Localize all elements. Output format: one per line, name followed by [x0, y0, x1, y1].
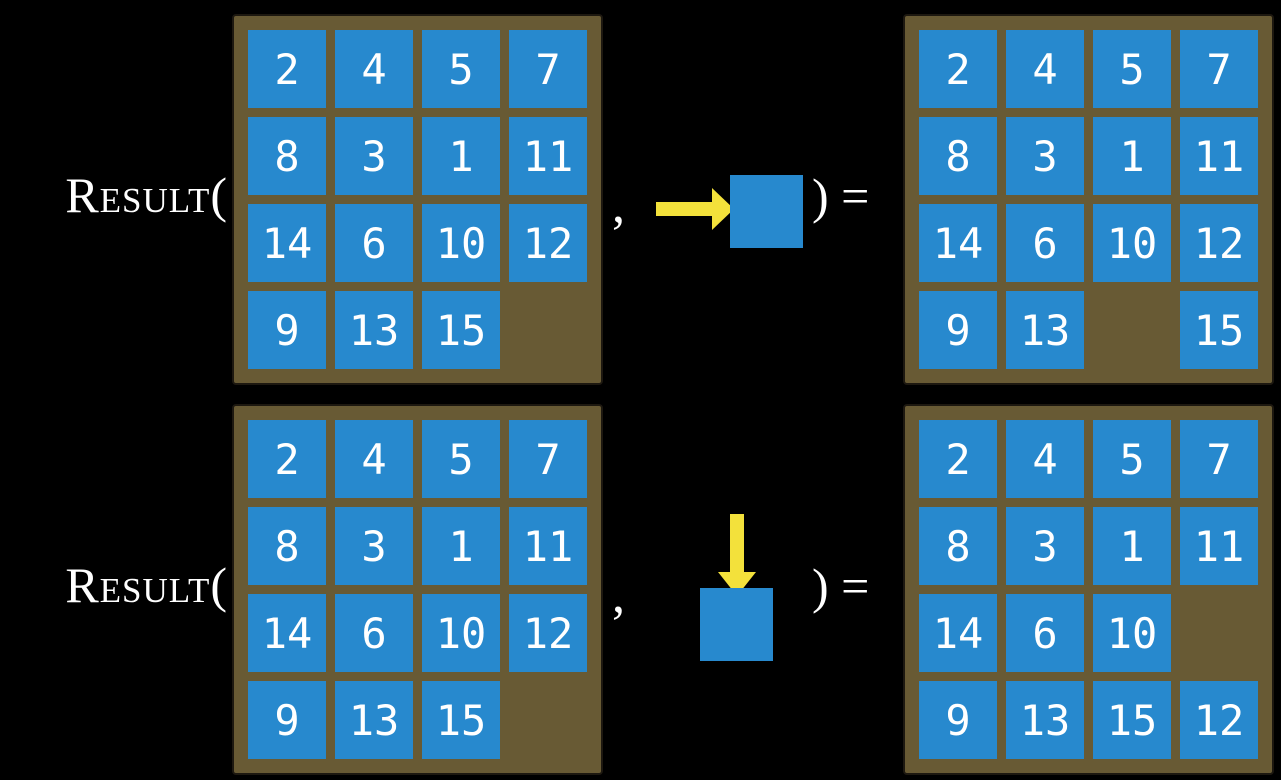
tile-1: 1 [422, 117, 500, 195]
comma-separator: , [612, 177, 625, 234]
tile-8: 8 [919, 507, 997, 585]
tile-5: 5 [1093, 30, 1171, 108]
function-label: Result( [65, 167, 228, 223]
tile-14: 14 [248, 594, 326, 672]
tile-7: 7 [1180, 30, 1258, 108]
tile-13: 13 [335, 681, 413, 759]
tile-3: 3 [1006, 507, 1084, 585]
move-down-action [700, 514, 773, 661]
tile-4: 4 [1006, 30, 1084, 108]
tile-5: 5 [422, 420, 500, 498]
tile-5: 5 [1093, 420, 1171, 498]
tile-6: 6 [1006, 594, 1084, 672]
tile-5: 5 [422, 30, 500, 108]
tile-7: 7 [1180, 420, 1258, 498]
tile-10: 10 [422, 204, 500, 282]
tile-11: 11 [1180, 507, 1258, 585]
tile-14: 14 [919, 204, 997, 282]
moving-tile [730, 175, 803, 248]
tile-8: 8 [248, 117, 326, 195]
tile-4: 4 [335, 30, 413, 108]
tile-13: 13 [1006, 681, 1084, 759]
tile-13: 13 [335, 291, 413, 369]
tile-7: 7 [509, 420, 587, 498]
tile-10: 10 [422, 594, 500, 672]
comma-separator: , [612, 567, 625, 624]
tile-12: 12 [509, 594, 587, 672]
tile-9: 9 [919, 291, 997, 369]
function-label: Result( [65, 557, 228, 613]
tile-14: 14 [919, 594, 997, 672]
tile-4: 4 [1006, 420, 1084, 498]
tile-1: 1 [1093, 117, 1171, 195]
tile-10: 10 [1093, 204, 1171, 282]
tile-1: 1 [422, 507, 500, 585]
tile-15: 15 [1093, 681, 1171, 759]
tile-6: 6 [1006, 204, 1084, 282]
tile-6: 6 [335, 594, 413, 672]
tile-3: 3 [1006, 117, 1084, 195]
tile-9: 9 [919, 681, 997, 759]
tile-9: 9 [248, 291, 326, 369]
tile-11: 11 [509, 507, 587, 585]
tile-15: 15 [422, 681, 500, 759]
tile-9: 9 [248, 681, 326, 759]
move-right-action [656, 175, 804, 248]
tile-8: 8 [919, 117, 997, 195]
tile-12: 12 [1180, 204, 1258, 282]
tile-2: 2 [248, 30, 326, 108]
tile-11: 11 [509, 117, 587, 195]
tile-2: 2 [919, 420, 997, 498]
tile-13: 13 [1006, 291, 1084, 369]
blank-cell [509, 291, 587, 369]
tile-11: 11 [1180, 117, 1258, 195]
tile-4: 4 [335, 420, 413, 498]
tile-8: 8 [248, 507, 326, 585]
blank-cell [1093, 291, 1171, 369]
tile-6: 6 [335, 204, 413, 282]
blank-cell [1180, 594, 1258, 672]
tile-7: 7 [509, 30, 587, 108]
tile-3: 3 [335, 117, 413, 195]
close-paren-equals: ) = [812, 168, 870, 224]
tile-15: 15 [422, 291, 500, 369]
arrow-down-icon [718, 514, 756, 596]
tile-2: 2 [919, 30, 997, 108]
close-paren-equals: ) = [812, 558, 870, 614]
tile-3: 3 [335, 507, 413, 585]
tile-15: 15 [1180, 291, 1258, 369]
tile-1: 1 [1093, 507, 1171, 585]
tile-12: 12 [1180, 681, 1258, 759]
blank-cell [509, 681, 587, 759]
tile-10: 10 [1093, 594, 1171, 672]
moving-tile [700, 588, 773, 661]
tile-2: 2 [248, 420, 326, 498]
tile-14: 14 [248, 204, 326, 282]
tile-12: 12 [509, 204, 587, 282]
arrow-right-icon [656, 188, 734, 230]
